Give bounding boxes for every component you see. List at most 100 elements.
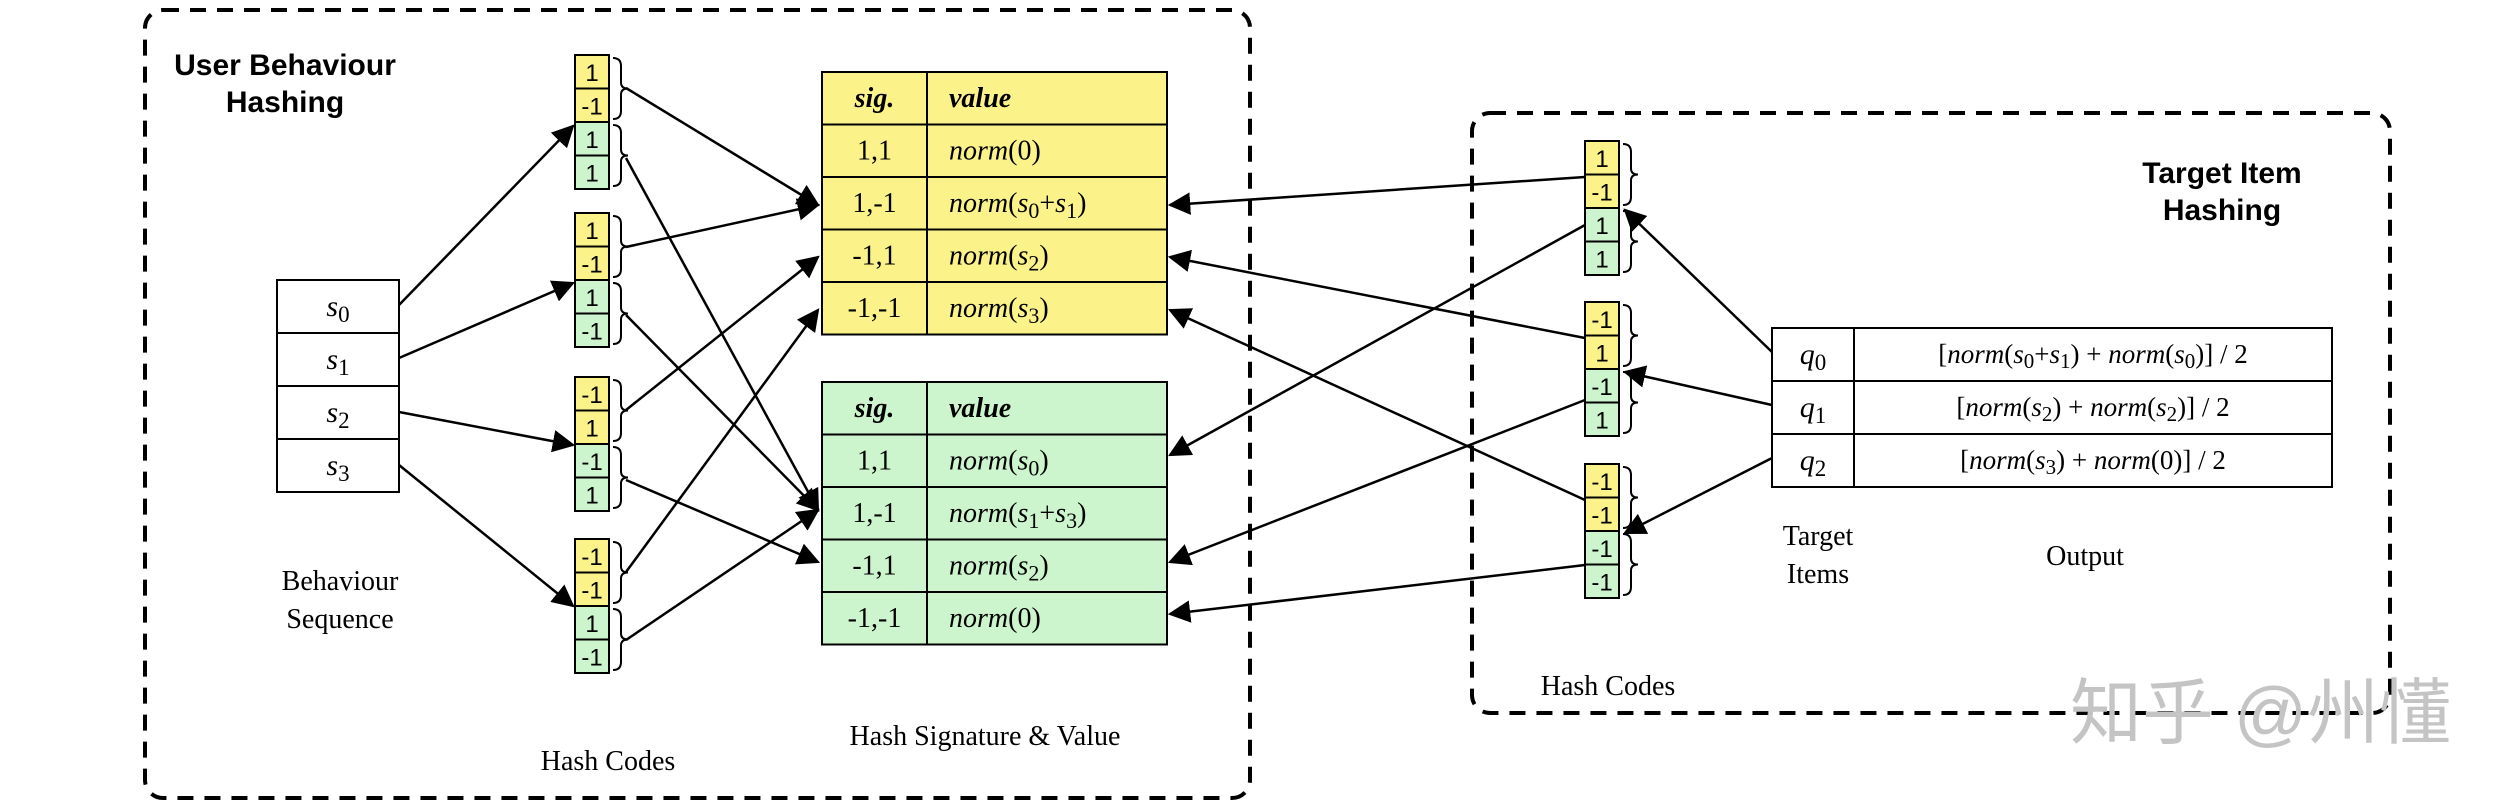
hash-code-cell: 1 xyxy=(574,121,610,157)
svg-text:sig.: sig. xyxy=(854,393,895,424)
hash-code-cell: -1 xyxy=(1584,563,1620,599)
svg-text:value: value xyxy=(949,83,1011,114)
svg-text:1: 1 xyxy=(1595,341,1608,368)
svg-text:1: 1 xyxy=(585,611,598,638)
arrow xyxy=(1167,398,1586,566)
hash-code-cell: -1 xyxy=(1584,496,1620,532)
brace-icon xyxy=(612,446,629,509)
table-header: sig. value xyxy=(821,381,1168,436)
target-section-title-line2: Hashing xyxy=(2163,194,2281,227)
svg-text:1,1: 1,1 xyxy=(857,446,892,477)
svg-text:1,-1: 1,-1 xyxy=(852,498,896,529)
svg-text:value: value xyxy=(949,393,1011,424)
arrow xyxy=(1622,365,1773,407)
svg-text:1: 1 xyxy=(585,161,598,188)
svg-text:q0: q0 xyxy=(1800,338,1827,375)
arrow xyxy=(625,198,821,249)
svg-text:1: 1 xyxy=(585,483,598,510)
hash-code-cell: 1 xyxy=(1584,207,1620,243)
hash-code-group: -1 -1 1 -1 xyxy=(574,538,629,674)
brace-icon xyxy=(612,282,629,345)
svg-text:q2: q2 xyxy=(1800,444,1827,481)
target-hash-code-group: 1-111 xyxy=(1584,140,1639,276)
hash-code-group: 1-111 xyxy=(574,54,629,190)
arrow xyxy=(398,124,575,306)
svg-text:-1: -1 xyxy=(581,319,602,346)
watermark: 知乎 @州懂 xyxy=(2070,674,2451,754)
svg-text:1: 1 xyxy=(1595,247,1608,274)
arrow xyxy=(398,280,576,360)
target-hash-codes: 1-111-11-11-1-1-1-1 xyxy=(1584,140,1639,599)
arrows xyxy=(398,86,1773,642)
svg-text:-1,-1: -1,-1 xyxy=(848,293,902,324)
svg-text:-1: -1 xyxy=(1591,374,1612,401)
hash-code-cell: -1 xyxy=(574,376,610,412)
arrow xyxy=(625,255,820,411)
sequence-cell: s3 xyxy=(276,438,400,493)
arrow xyxy=(1167,308,1586,502)
arrow xyxy=(1168,223,1586,457)
user-section-title: User Behaviour xyxy=(174,49,396,82)
arrow xyxy=(1167,563,1586,623)
svg-text:s3: s3 xyxy=(326,449,349,486)
hash-code-cell: -1 xyxy=(574,443,610,479)
target-items-label-line2: Items xyxy=(1787,559,1849,590)
target-item-row: q1[norm(s2) + norm(s2)] / 2 xyxy=(1771,380,2333,435)
svg-text:1: 1 xyxy=(1595,146,1608,173)
hash-code-cell: 1 xyxy=(574,409,610,445)
brace-icon xyxy=(1622,466,1639,529)
arrow xyxy=(625,86,820,207)
hash-code-cell: 1 xyxy=(1584,401,1620,437)
svg-text:1: 1 xyxy=(585,60,598,87)
hash-code-cell: -1 xyxy=(574,638,610,674)
arrow xyxy=(1623,208,1773,353)
svg-text:-1: -1 xyxy=(581,645,602,672)
hash-code-cell: -1 xyxy=(574,312,610,348)
sequence-cell: s0 xyxy=(276,279,400,334)
svg-text:norm(s0): norm(s0) xyxy=(949,446,1049,481)
hash-code-group: -11-11 xyxy=(574,376,629,512)
arrow xyxy=(625,314,820,512)
brace-icon xyxy=(1622,533,1639,596)
hash-code-cell: -1 xyxy=(1584,530,1620,566)
svg-text:-1: -1 xyxy=(581,578,602,605)
svg-text:1: 1 xyxy=(585,127,598,154)
hash-code-cell: 1 xyxy=(574,212,610,248)
hash-code-cell: -1 xyxy=(574,245,610,281)
arrow xyxy=(398,410,576,453)
hash-code-cell: -1 xyxy=(1584,368,1620,404)
arrow xyxy=(1167,249,1586,340)
arrow xyxy=(1622,456,1773,535)
svg-text:-1: -1 xyxy=(1591,307,1612,334)
user-section-title-line2: Hashing xyxy=(226,86,344,119)
svg-text:q1: q1 xyxy=(1800,391,1827,428)
brace-icon xyxy=(612,124,629,187)
target-section-title: Target Item xyxy=(2142,157,2301,190)
target-hash-code-group: -11-11 xyxy=(1584,301,1639,437)
hash-code-cell: -1 xyxy=(1584,463,1620,499)
output-label: Output xyxy=(2046,541,2124,572)
target-item-row: q2[norm(s3) + norm(0)] / 2 xyxy=(1771,433,2333,488)
hash-code-cell: -1 xyxy=(574,538,610,574)
svg-text:s1: s1 xyxy=(326,343,349,380)
hash-code-group: 1-11-1 xyxy=(574,212,629,348)
target-item-hashing-box xyxy=(1470,111,2392,715)
svg-text:-1: -1 xyxy=(1591,180,1612,207)
hash-code-cell: 1 xyxy=(574,605,610,641)
table-header: sig.value xyxy=(821,71,1168,126)
hash-code-cell: 1 xyxy=(574,54,610,90)
svg-text:norm(s0+s1): norm(s0+s1) xyxy=(949,188,1086,223)
hash-code-cell: -1 xyxy=(1584,301,1620,337)
arrow xyxy=(1167,175,1586,215)
svg-text:1: 1 xyxy=(585,416,598,443)
